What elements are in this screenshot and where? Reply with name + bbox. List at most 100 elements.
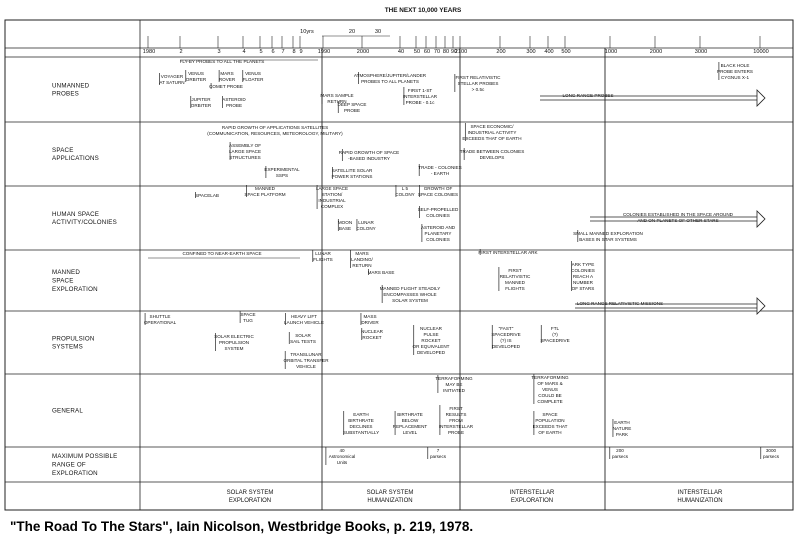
row-label-space_apps: APPLICATIONS: [52, 155, 99, 162]
year-tick-label: 80: [443, 49, 449, 55]
event-text: NUCLEAR: [420, 326, 443, 331]
event-text: TERRAFORMING: [531, 375, 569, 380]
event-text: DEVELOPS: [480, 155, 505, 160]
event-text: SOLAR: [295, 333, 311, 338]
year-tick-label: 1990: [318, 49, 330, 55]
event-text: EXCEEDS THAT: [533, 424, 568, 429]
event-label: TRADE - COLONIES- EARTH: [418, 164, 462, 176]
chart-title: THE NEXT 10,000 YEARS: [385, 7, 462, 14]
event-label: CONFINED TO NEAR-EARTH SPACE: [182, 251, 261, 256]
event-text: "FAST": [499, 326, 514, 331]
year-tick-label: 5: [259, 49, 262, 55]
event-text: INITIATED: [443, 388, 466, 393]
event-text: FIRST 1-ST: [408, 88, 433, 93]
scale-mark-label: 20: [349, 29, 355, 35]
event-text: TERRAFORMING: [435, 376, 473, 381]
event-text: INTERSTELLAR: [403, 94, 438, 99]
event-text: MANNED: [505, 280, 526, 285]
event-text: (?) IS: [500, 338, 511, 343]
event-text: NATURE: [613, 426, 632, 431]
event-text: PROBES TO ALL PLANETS: [361, 79, 419, 84]
event-text: LARGE SPACE: [229, 149, 261, 154]
event-text: VENUS: [245, 71, 261, 76]
chart-frame: [4, 19, 794, 511]
event-text: TRANSLUNAR: [290, 352, 322, 357]
event-text: DECLINES: [350, 424, 373, 429]
event-text: OPERATIONAL: [144, 320, 177, 325]
event-text: ARK TYPE: [572, 262, 595, 267]
event-text: CONFINED TO NEAR-EARTH SPACE: [182, 251, 261, 256]
row-label-manned: SPACE: [52, 278, 74, 285]
event-text: SATELLITE SOLAR: [332, 168, 373, 173]
event-text: PARK: [616, 432, 629, 437]
event-text: (COMMUNICATION, RESOURCES, METEOROLOGY, …: [207, 131, 343, 136]
year-tick-label: 9: [299, 49, 302, 55]
event-text: GROWTH OF: [424, 186, 453, 191]
event-text: LUNAR: [358, 220, 374, 225]
event-text: COULD BE: [538, 393, 562, 398]
event-text: ENCOMPASSES WHOLE: [383, 292, 436, 297]
event-label: FTL(?)SPACEDRIVE: [540, 325, 570, 343]
event-text: TRADE - COLONIES: [418, 165, 461, 170]
event-text: parsecs: [763, 454, 780, 459]
event-text: SOLAR SYSTEM: [392, 298, 428, 303]
event-text: PROBE: [226, 103, 242, 108]
event-text: SUBSTANTIALLY: [343, 430, 379, 435]
event-text: STATION/: [322, 192, 343, 197]
relativistic-missions-arrow-head: [756, 297, 766, 315]
event-text: LANDING/: [351, 257, 373, 262]
event-text: ORBITER: [191, 103, 212, 108]
event-text: RAPID GROWTH OF APPLICATIONS SATELLITES: [222, 125, 328, 130]
event-text: MARS: [355, 251, 368, 256]
event-text: MANNED FLIGHT STEADILY: [380, 286, 441, 291]
phase-label: INTERSTELLAR: [510, 490, 555, 496]
row-label-propulsion: SYSTEMS: [52, 344, 83, 351]
year-tick-label: 60: [424, 49, 430, 55]
event-text: SPACE ECONOMIC/: [470, 124, 514, 129]
year-tick-label: 70: [434, 49, 440, 55]
event-text: L 5: [402, 186, 409, 191]
event-text: FLOATER: [243, 77, 265, 82]
event-text: LUNAR: [315, 251, 331, 256]
year-tick-label: 2: [179, 49, 182, 55]
event-text: RAPID GROWTH OF SPACE: [339, 150, 399, 155]
event-text: Astronomical: [329, 454, 356, 459]
event-text: EARTH: [614, 420, 630, 425]
event-text: INDUSTRIAL: [318, 198, 346, 203]
event-text: SHUTTLE: [150, 314, 171, 319]
event-text: ROCKET: [421, 338, 440, 343]
event-text: INTERSTELLAR: [439, 424, 474, 429]
event-text: SELF-PROPELLED: [418, 207, 459, 212]
event-text: ASSEMBLY OF: [229, 143, 261, 148]
event-label: COMET PROBE: [209, 83, 243, 89]
event-text: BELOW: [402, 418, 419, 423]
event-label: SPACE ECONOMIC/INDUSTRIAL ACTIVITYEXCEED…: [462, 123, 522, 141]
year-tick-label: 2000: [650, 49, 662, 55]
year-tick-label: 8: [292, 49, 295, 55]
source-caption: "The Road To The Stars", Iain Nicolson, …: [10, 519, 474, 534]
event-text: COLONY: [395, 192, 414, 197]
row-label-manned: MANNED: [52, 269, 80, 276]
event-text: DEVELOPED: [417, 350, 446, 355]
